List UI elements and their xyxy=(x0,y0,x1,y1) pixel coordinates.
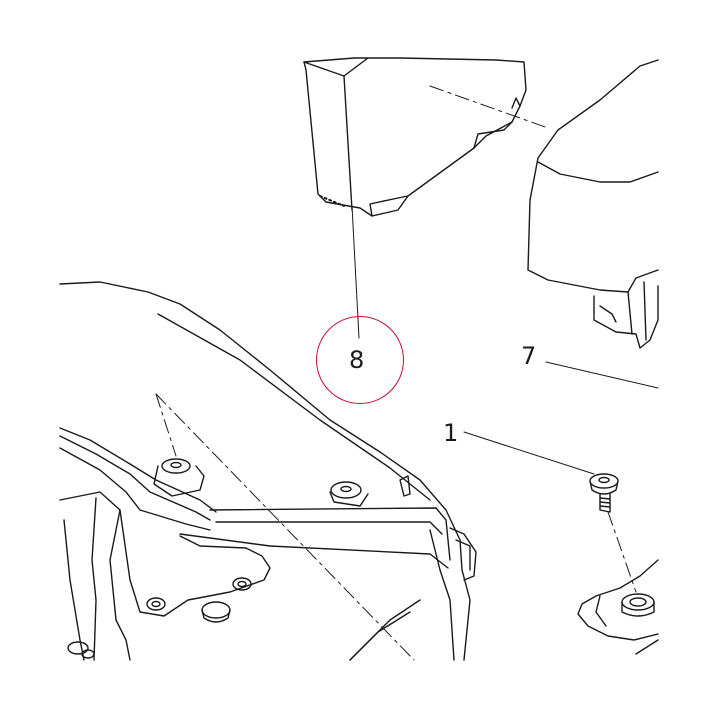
leader-7 xyxy=(545,361,659,389)
callout-1: 1 xyxy=(443,419,459,447)
callout-8: 8 xyxy=(349,346,365,374)
highlight-ring xyxy=(316,316,404,404)
lower-housing xyxy=(59,281,477,661)
part-7-bracket xyxy=(527,59,659,349)
part-8-cover xyxy=(303,57,527,217)
part-1-screw xyxy=(589,473,619,513)
assembly-centerlines xyxy=(155,85,637,661)
callout-7: 7 xyxy=(521,342,537,370)
leader-1 xyxy=(463,431,595,475)
mounting-grommet xyxy=(577,559,659,655)
